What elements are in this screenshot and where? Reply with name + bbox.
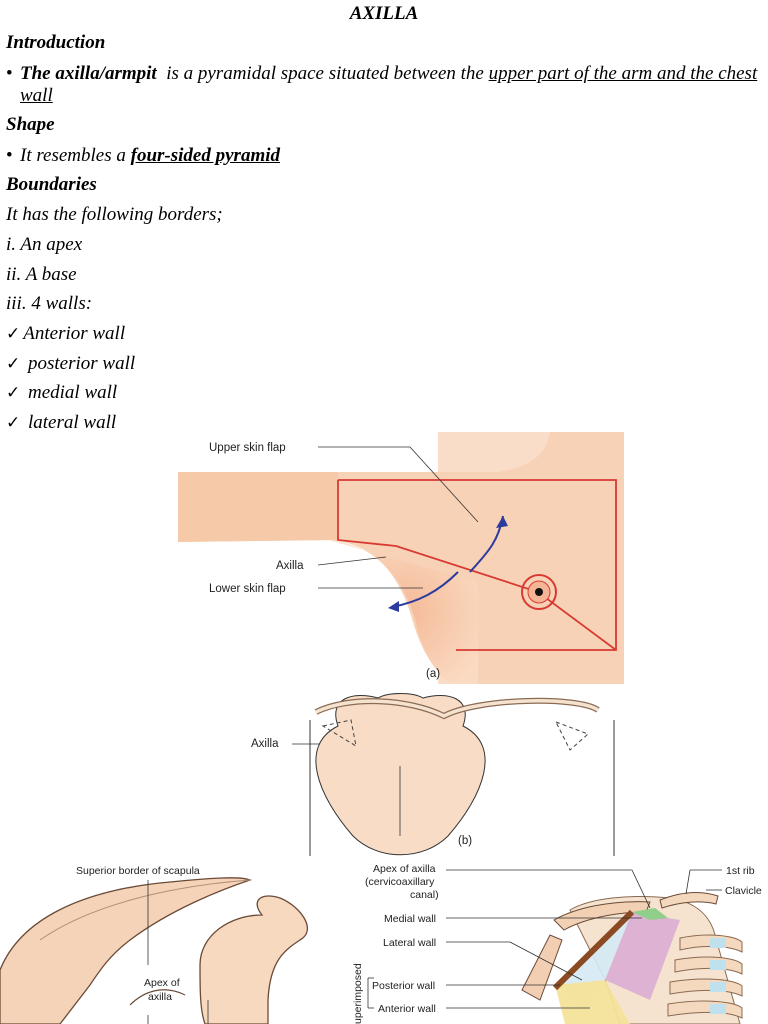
figure-caption: (a) [426,668,440,680]
intro-underlined: upper part of the arm and the chest wall [20,63,758,106]
wall-item: ✓ lateral wall [6,412,117,433]
checkmark-icon: ✓ [6,354,21,373]
shape-text: It resembles a [20,145,126,166]
label-first-rib: 1st rib [726,865,755,877]
bullet-marker: • [6,63,13,84]
figure-skin-flaps: Upper skin flap Axilla Lower skin flap (… [178,432,624,684]
wall-item: ✓ posterior wall [6,353,136,374]
wall-item: ✓Anterior wall [6,323,126,344]
label-apex-line2: axilla [148,991,172,1003]
checkmark-icon: ✓ [6,413,21,432]
heading-introduction: Introduction [6,32,106,53]
intro-text: is a pyramidal space situated between th… [166,63,484,84]
wall-item: ✓ medial wall [6,382,118,403]
bullet-marker: • [6,145,13,166]
label-axilla: Axilla [276,560,304,572]
label-anterior-wall: Anterior wall [378,1003,436,1015]
label-upper-skin-flap: Upper skin flap [209,442,286,454]
figure-caption: (b) [458,835,472,847]
heading-boundaries: Boundaries [6,174,97,195]
intro-lead: The axilla/armpit [20,63,157,84]
boundaries-lead: It has the following borders; [6,204,223,225]
boundary-item: iii. 4 walls: [6,293,93,314]
page-title: AXILLA [349,3,419,24]
label-superimposed: uperimposed [352,963,364,1024]
label-apex-sub: (cervicoaxillary [365,876,435,888]
heading-shape: Shape [6,114,55,135]
label-apex-canal: canal) [410,889,439,901]
boundary-item: ii. A base [6,264,77,285]
label-posterior-wall: Posterior wall [372,980,435,992]
label-axilla: Axilla [251,738,279,750]
label-clavicle: Clavicle [725,885,762,897]
boundary-item: i. An apex [6,234,83,255]
intro-paragraph: The axilla/armpit is a pyramidal space s… [20,63,765,107]
figure-scapula: Superior border of scapula Apex of axill… [0,865,308,1024]
label-apex-line1: Apex of [144,977,180,989]
figure-chest-outline: Axilla (b) [251,693,615,856]
shape-paragraph: It resembles a four-sided pyramid [20,145,765,167]
label-medial-wall: Medial wall [384,913,436,925]
figure-axilla-walls: Apex of axilla (cervicoaxillary canal) M… [352,863,762,1024]
label-lateral-wall: Lateral wall [383,937,436,949]
label-lower-skin-flap: Lower skin flap [209,583,286,595]
shape-emphasis: four-sided pyramid [130,145,280,166]
checkmark-icon: ✓ [6,324,21,343]
checkmark-icon: ✓ [6,383,21,402]
label-apex-title: Apex of axilla [373,863,436,875]
label-superior-border: Superior border of scapula [76,865,200,877]
